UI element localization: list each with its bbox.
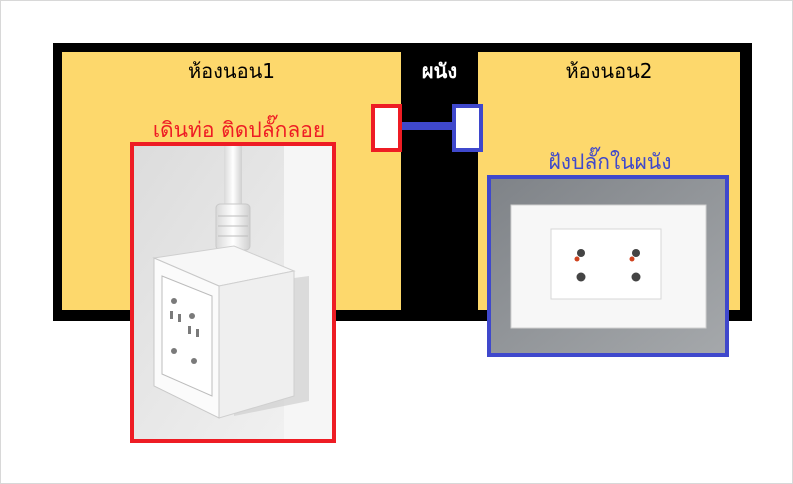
wall-label: ผนัง [421,59,458,83]
bedroom-1-title: ห้องนอน1 [187,59,276,83]
bedroom-2-title: ห้องนอน2 [565,59,653,83]
flush-mount-caption: ฝังปลั๊กในผนัง [548,150,672,174]
flush-mounted-outlet-photo [487,175,729,357]
surface-mount-caption: เดินท่อ ติดปลั๊กลอย [152,118,326,142]
flush-socket-marker [452,104,483,152]
through-wall-connector [402,122,452,130]
surface-mounted-outlet-photo [130,142,336,443]
surface-socket-marker [371,104,402,152]
